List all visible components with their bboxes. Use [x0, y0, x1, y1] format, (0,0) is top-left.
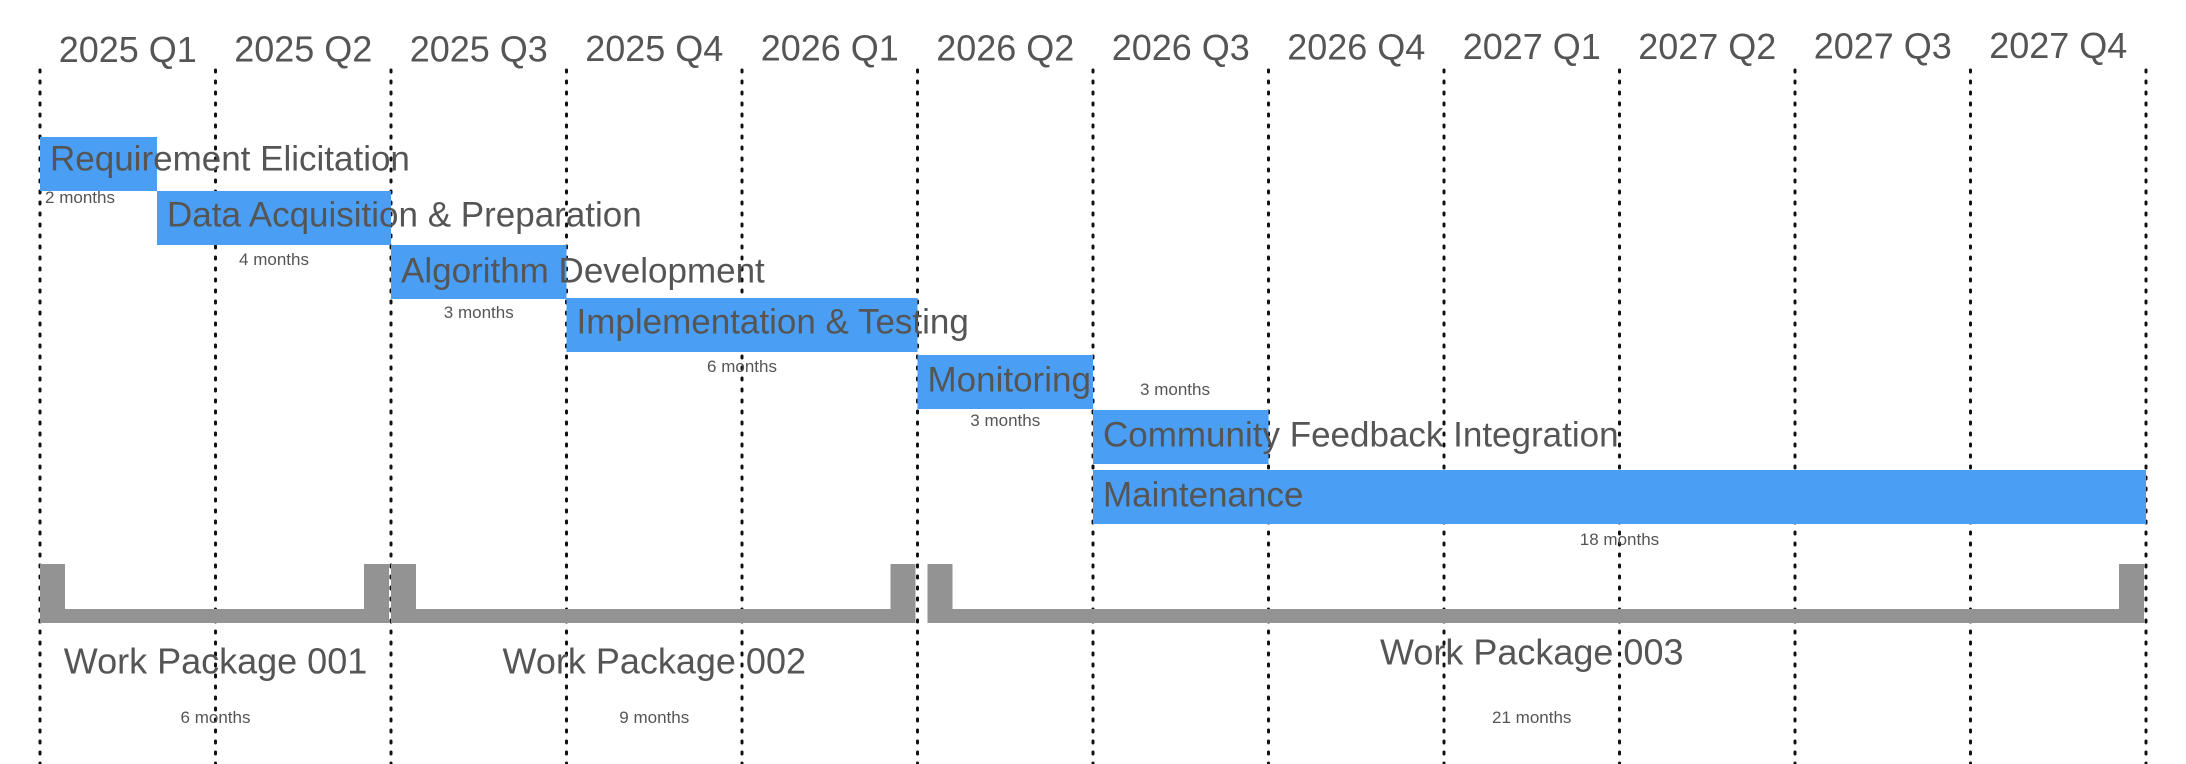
task-bar — [917, 355, 1093, 409]
quarter-label: 2025 Q3 — [410, 28, 548, 69]
task-duration-label: 18 months — [1580, 530, 1659, 549]
work-package-duration-label: 21 months — [1492, 708, 1571, 727]
bracket-bar — [40, 609, 389, 623]
task-label: Algorithm Development — [401, 251, 765, 290]
work-package-label: Work Package 003 — [1380, 632, 1684, 673]
quarter-label: 2027 Q3 — [1814, 26, 1952, 67]
task-label: Requirement Elicitation — [50, 139, 410, 178]
quarter-label: 2025 Q2 — [234, 29, 372, 70]
work-package-duration-label: 6 months — [181, 708, 251, 727]
quarter-label: 2025 Q1 — [59, 29, 197, 70]
quarter-label: 2026 Q1 — [761, 28, 899, 69]
task-label: Implementation & Testing — [577, 302, 969, 341]
quarter-label: 2027 Q2 — [1638, 26, 1776, 67]
work-package-label: Work Package 002 — [502, 641, 806, 682]
task-label: Maintenance — [1103, 475, 1303, 514]
task-bar — [391, 245, 567, 299]
quarter-label: 2026 Q4 — [1287, 27, 1425, 68]
task-bar — [1093, 410, 1269, 464]
quarter-header: 2025 Q1 2025 Q2 2025 Q3 2025 Q4 2026 Q1 2026 … — [59, 25, 2128, 70]
task-bars: Requirement Elicitation 2 months Data Acqu… — [40, 137, 2146, 549]
bracket-bar — [391, 609, 916, 623]
task-bar — [157, 191, 391, 245]
task-duration-label: 3 months — [444, 303, 514, 322]
task-duration-label: 2 months — [45, 188, 115, 207]
quarter-label: 2027 Q1 — [1463, 26, 1601, 67]
quarter-label: 2025 Q4 — [585, 28, 723, 69]
work-package-duration-label: 9 months — [619, 708, 689, 727]
task-label: Community Feedback Integration — [1103, 415, 1619, 454]
task-bar — [566, 298, 918, 352]
work-package-label: Work Package 001 — [64, 641, 368, 682]
task-bar — [40, 137, 157, 191]
task-duration-label: 3 months — [970, 411, 1040, 430]
task-duration-label: 6 months — [707, 357, 777, 376]
task-duration-label: 3 months — [1140, 380, 1210, 399]
task-label: Monitoring — [928, 360, 1091, 399]
bracket-bar — [927, 609, 2144, 623]
quarter-label: 2026 Q3 — [1112, 27, 1250, 68]
task-duration-label: 4 months — [239, 250, 309, 269]
task-bar — [1093, 470, 2146, 524]
work-packages: Work Package 001 6 months Work Package 002… — [40, 564, 2144, 727]
task-label: Data Acquisition & Preparation — [167, 195, 642, 234]
quarter-label: 2027 Q4 — [1989, 25, 2127, 66]
quarter-label: 2026 Q2 — [936, 27, 1074, 68]
